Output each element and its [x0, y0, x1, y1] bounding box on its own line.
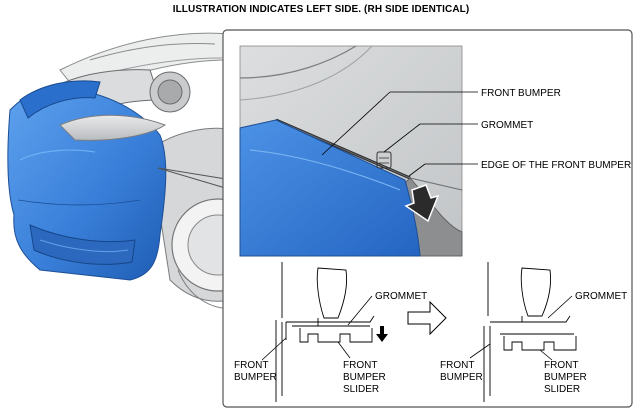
right-arrow-icon: [407, 300, 447, 336]
label-slider-right-3: SLIDER: [544, 384, 580, 395]
label-grommet-left: GROMMET: [375, 291, 427, 302]
label-front-bumper: FRONT BUMPER: [481, 88, 561, 99]
cross-section-before: [275, 262, 375, 402]
label-slider-right-2: BUMPER: [544, 372, 587, 383]
label-front-bumper-left-1: FRONT: [234, 360, 268, 371]
label-slider-left-2: BUMPER: [343, 372, 386, 383]
label-front-bumper-right-1: FRONT: [440, 360, 474, 371]
page-title: ILLUSTRATION INDICATES LEFT SIDE. (RH SI…: [172, 4, 470, 15]
label-grommet-right: GROMMET: [575, 291, 627, 302]
cross-section-after: [483, 262, 577, 402]
label-grommet: GROMMET: [481, 120, 533, 131]
car-front-illustration: [7, 32, 265, 309]
inset-closeup: [239, 45, 463, 257]
label-slider-left-3: SLIDER: [343, 384, 379, 395]
label-edge-of-front-bumper: EDGE OF THE FRONT BUMPER: [481, 160, 631, 171]
label-front-bumper-left-2: BUMPER: [234, 372, 277, 383]
small-down-arrow-icon: [376, 326, 388, 342]
label-slider-left-1: FRONT: [343, 360, 377, 371]
label-front-bumper-right-2: BUMPER: [440, 372, 483, 383]
down-arrow-icon: [404, 184, 440, 223]
label-slider-right-1: FRONT: [544, 360, 578, 371]
